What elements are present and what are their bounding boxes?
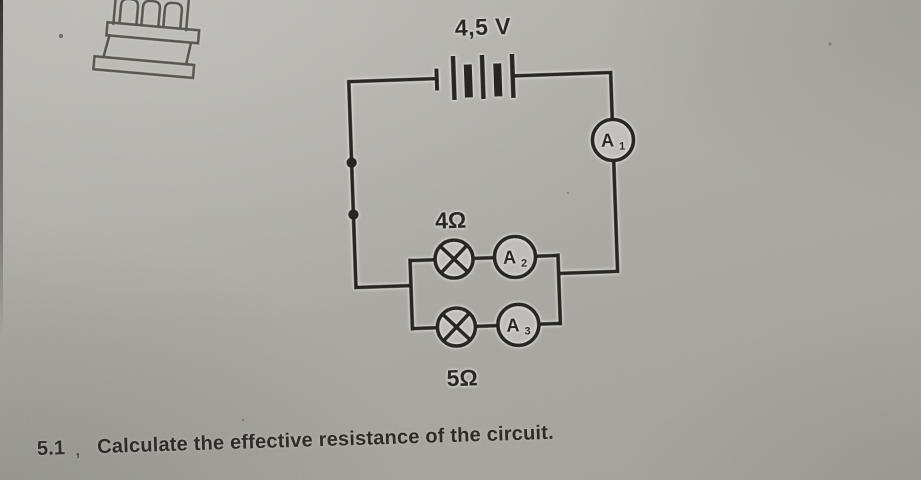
question-number: 5.1 [36,437,66,460]
stray-ink-mark: , [75,440,81,460]
